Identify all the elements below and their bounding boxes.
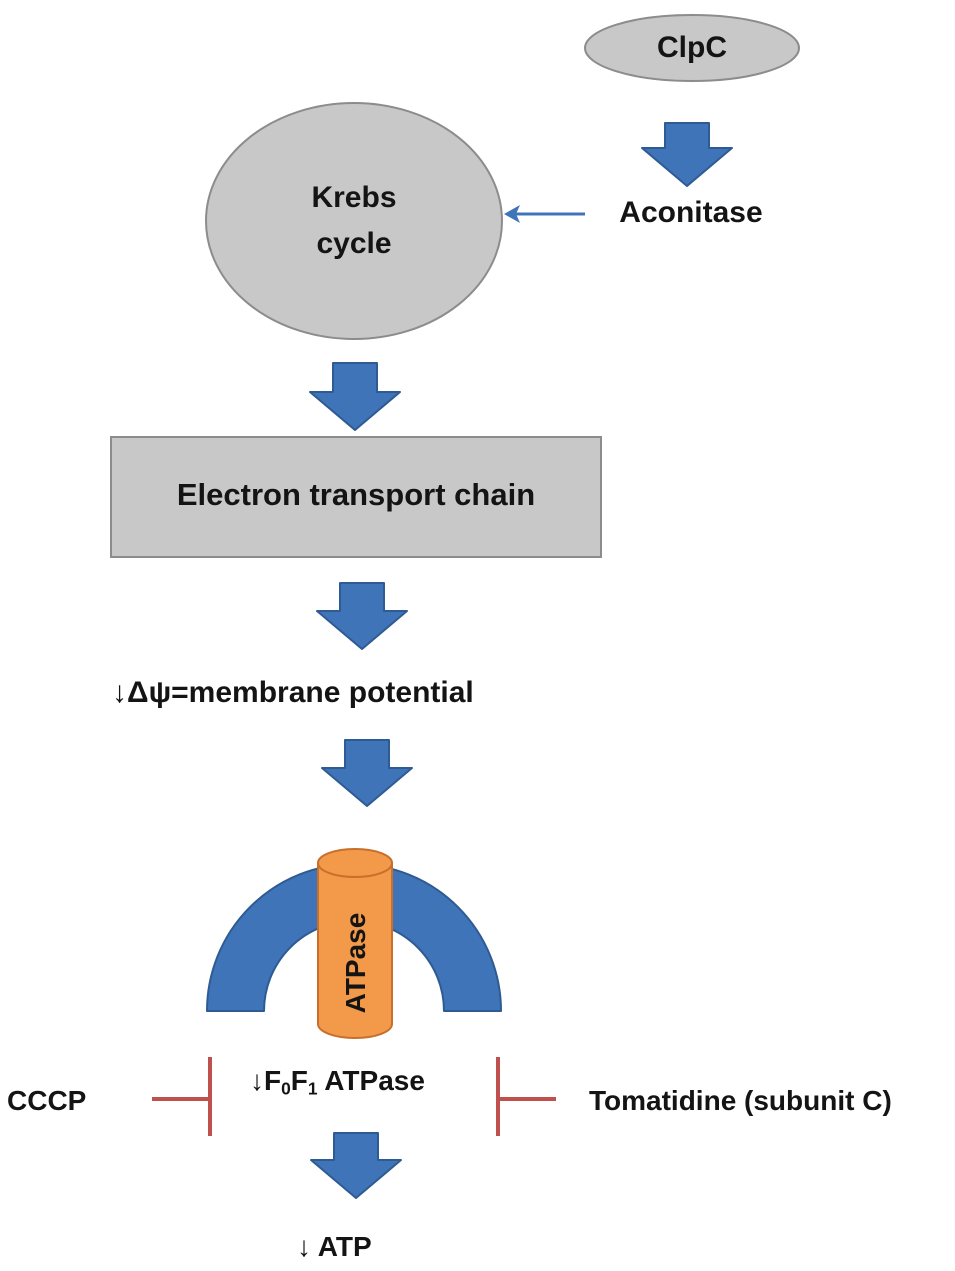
clpc-label: ClpC: [657, 31, 727, 64]
etc-label: Electron transport chain: [176, 477, 536, 512]
tomatidine-label: Tomatidine (subunit C): [589, 1085, 892, 1116]
f0f1-rest: ATPase: [317, 1065, 425, 1096]
membrane-potential-text: Δψ=membrane potential: [127, 676, 474, 709]
f0f1-atpase-label: ↓F0F1 ATPase: [250, 1067, 425, 1098]
arrow-aconitase-to-krebs-head: [504, 205, 520, 223]
decrease-arrow-icon: ↓: [112, 676, 127, 709]
arrow-f0f1-to-atp: [310, 1132, 402, 1199]
krebs-label-line2: cycle: [316, 227, 392, 260]
membrane-arch: [206, 863, 502, 1012]
atpase-cylinder-top: [317, 848, 393, 878]
atp-label: ↓ ATP: [297, 1231, 372, 1262]
membrane-potential-label: ↓Δψ=membrane potential: [112, 678, 474, 708]
arrow-clpc-to-aconitase: [641, 122, 733, 187]
krebs-cycle-node: [205, 102, 503, 340]
decrease-arrow-icon: ↓: [250, 1065, 264, 1096]
cccp-label: CCCP: [7, 1085, 87, 1116]
atpase-cylinder: [317, 863, 393, 1039]
arrow-etc-to-membrane: [316, 582, 408, 650]
arrow-krebs-to-etc: [309, 362, 401, 431]
clpc-node: [584, 14, 800, 82]
etc-node: [110, 436, 602, 558]
f0f1-f: F: [264, 1065, 282, 1096]
krebs-label-line1: Krebs: [311, 181, 397, 214]
atpase-cylinder-label: ATPase: [340, 913, 371, 1014]
f0f1-subscript-1: 1: [307, 1078, 318, 1099]
arrow-membrane-to-atpase: [321, 739, 413, 807]
f0f1-f2: F: [290, 1065, 308, 1096]
aconitase-label: Aconitase: [619, 196, 763, 229]
f0f1-subscript-0: 0: [281, 1078, 291, 1099]
